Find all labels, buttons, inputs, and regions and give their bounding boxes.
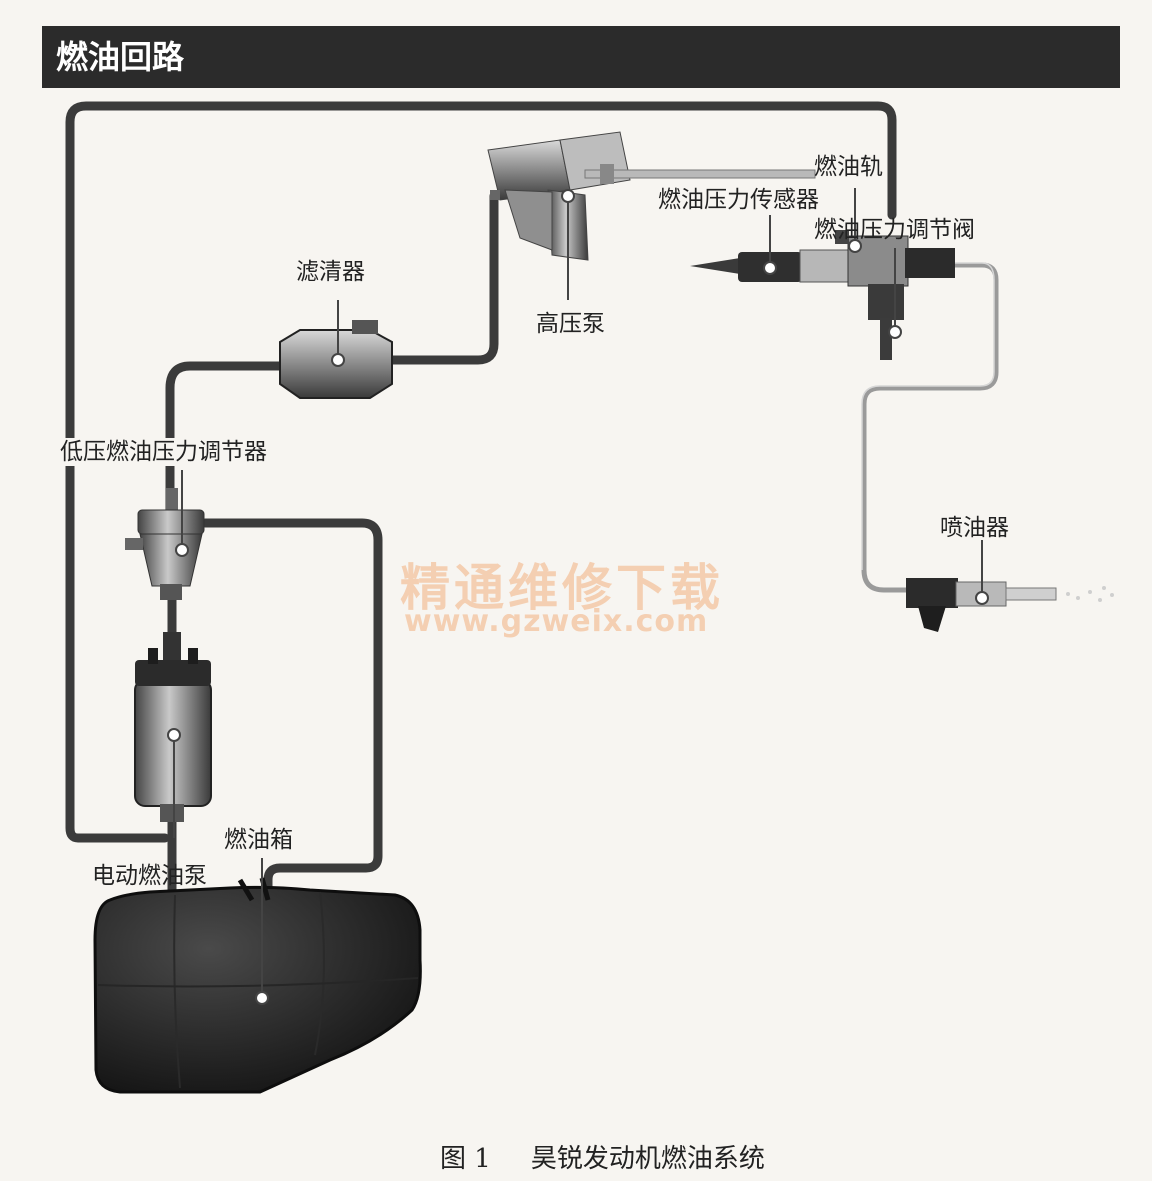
- low-pressure-regulator: [125, 488, 205, 600]
- watermark-chinese: 精通维修下载: [400, 559, 724, 617]
- label-filter: 滤清器: [296, 259, 365, 285]
- sensor-leader-dot: [763, 261, 777, 275]
- label-high-pressure-pump: 高压泵: [536, 311, 605, 337]
- injector-leader-dot: [975, 591, 989, 605]
- hp-pump-leader-dot: [561, 189, 575, 203]
- section-header-bar: 燃油回路: [42, 26, 1120, 88]
- regulator-to-filter-line: [165, 361, 285, 515]
- rail-to-injector-line: [861, 262, 999, 593]
- fuel-tank: [93, 877, 422, 1094]
- fuel-injector: [906, 578, 1114, 632]
- section-title: 燃油回路: [56, 38, 185, 76]
- label-fuel-tank: 燃油箱: [224, 827, 293, 853]
- label-injector: 喷油器: [940, 515, 1009, 541]
- rail-leader-dot: [848, 239, 862, 253]
- tank-leader-dot: [255, 991, 269, 1005]
- label-electric-fuel-pump: 电动燃油泵: [92, 863, 207, 889]
- figure-number: 图 1: [440, 1144, 491, 1174]
- label-fuel-pressure-sensor: 燃油压力传感器: [658, 187, 819, 213]
- watermark-url: www.gzweix.com: [404, 604, 709, 639]
- label-fuel-pressure-regulator-valve: 燃油压力调节阀: [814, 217, 975, 243]
- tank-return-line: [200, 518, 383, 900]
- return-line: [65, 101, 897, 843]
- leader-lines: [167, 188, 989, 1005]
- filter-to-hp-pump-line: [387, 191, 499, 365]
- fuel-rail: [584, 164, 816, 184]
- low-pressure-regulator-leader-dot: [175, 543, 189, 557]
- label-fuel-rail: 燃油轨: [814, 154, 883, 180]
- high-pressure-pump: [487, 131, 631, 261]
- label-low-pressure-regulator: 低压燃油压力调节器: [60, 438, 267, 466]
- figure-caption-text: 昊锐发动机燃油系统: [530, 1144, 765, 1174]
- pressure-sensor-assembly: [690, 230, 955, 360]
- filter-leader-dot: [331, 353, 345, 367]
- regulator-valve-leader-dot: [888, 325, 902, 339]
- figure-caption: 图 1 昊锐发动机燃油系统: [440, 1138, 805, 1175]
- pump-leader-dot: [167, 728, 181, 742]
